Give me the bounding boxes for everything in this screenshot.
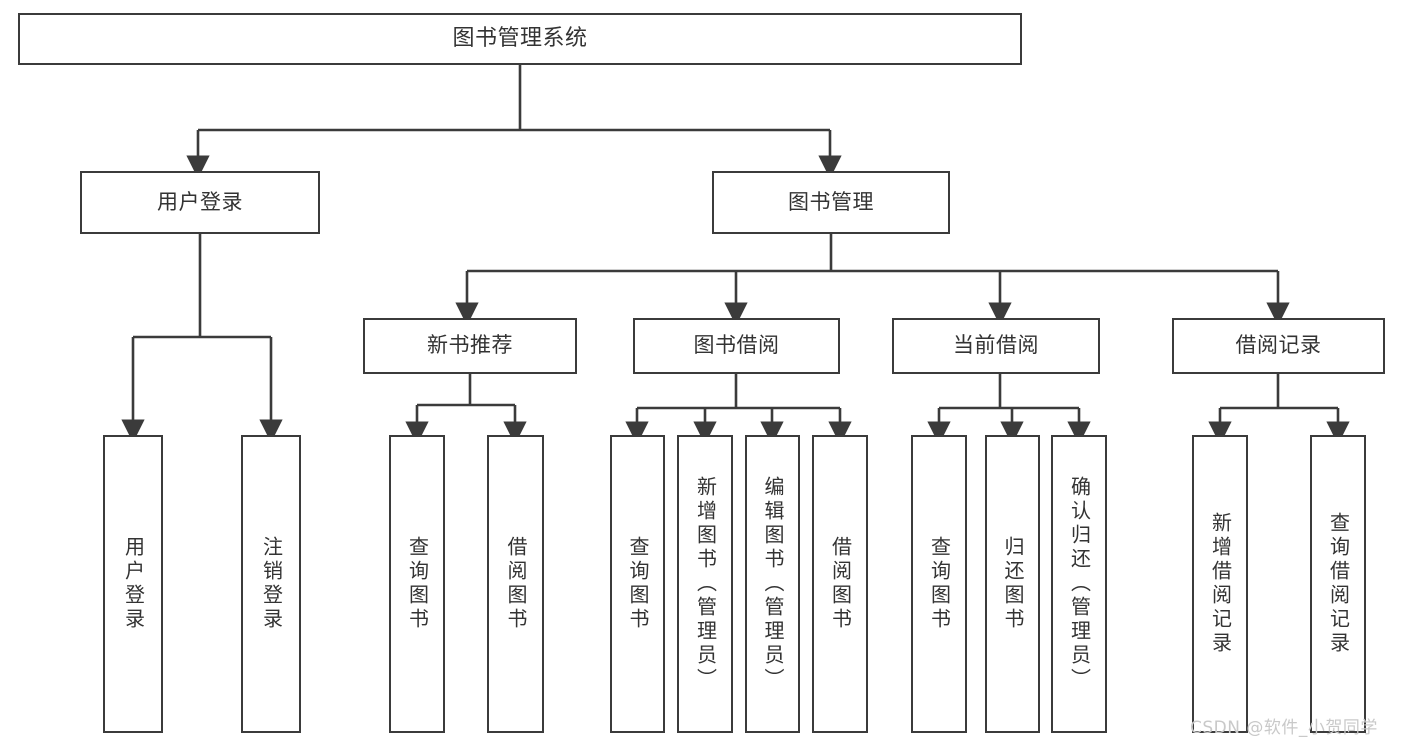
- node-user-login[interactable]: 用户登录: [80, 171, 320, 234]
- node-root-label: 图书管理系统: [452, 25, 588, 51]
- leaf-borrow-lend-book[interactable]: 借阅图书: [812, 435, 868, 733]
- leaf-borrow-lend-book-label: 借阅图书: [828, 536, 853, 632]
- node-user-login-label: 用户登录: [157, 189, 243, 214]
- node-current-borrow[interactable]: 当前借阅: [892, 318, 1100, 374]
- node-book-management-label: 图书管理: [788, 189, 874, 214]
- node-book-borrow-label: 图书借阅: [693, 333, 780, 358]
- leaf-current-return-book-label: 归还图书: [1001, 536, 1025, 632]
- node-current-borrow-label: 当前借阅: [953, 333, 1039, 358]
- leaf-record-add-borrow-record[interactable]: 新增借阅记录: [1192, 435, 1248, 733]
- node-book-management[interactable]: 图书管理: [712, 171, 950, 234]
- leaf-recommend-borrow-book-label: 借阅图书: [504, 536, 528, 632]
- leaf-user-logout[interactable]: 注销登录: [241, 435, 301, 733]
- leaf-current-query-book[interactable]: 查询图书: [911, 435, 967, 733]
- leaf-current-confirm-return-admin-label: 确认归还（管理员）: [1067, 476, 1092, 692]
- node-borrow-record[interactable]: 借阅记录: [1172, 318, 1385, 374]
- leaf-record-add-borrow-record-label: 新增借阅记录: [1208, 512, 1233, 656]
- leaf-current-return-book[interactable]: 归还图书: [985, 435, 1040, 733]
- leaf-borrow-query-book[interactable]: 查询图书: [610, 435, 665, 733]
- leaf-borrow-query-book-label: 查询图书: [626, 536, 650, 632]
- leaf-current-query-book-label: 查询图书: [927, 536, 952, 632]
- node-borrow-record-label: 借阅记录: [1235, 333, 1322, 358]
- leaf-current-confirm-return-admin[interactable]: 确认归还（管理员）: [1051, 435, 1107, 733]
- leaf-user-login[interactable]: 用户登录: [103, 435, 163, 733]
- watermark: CSDN @软件_小贺同学: [1190, 718, 1378, 738]
- leaf-borrow-edit-book-admin-label: 编辑图书（管理员）: [761, 476, 785, 692]
- leaf-user-logout-label: 注销登录: [259, 536, 284, 632]
- node-new-book-recommend[interactable]: 新书推荐: [363, 318, 577, 374]
- leaf-borrow-add-book-admin[interactable]: 新增图书（管理员）: [677, 435, 733, 733]
- node-book-borrow[interactable]: 图书借阅: [633, 318, 840, 374]
- node-new-book-recommend-label: 新书推荐: [427, 333, 513, 358]
- leaf-recommend-borrow-book[interactable]: 借阅图书: [487, 435, 544, 733]
- leaf-user-login-label: 用户登录: [121, 536, 146, 632]
- node-root[interactable]: 图书管理系统: [18, 13, 1022, 65]
- leaf-record-query-borrow-record[interactable]: 查询借阅记录: [1310, 435, 1366, 733]
- leaf-borrow-edit-book-admin[interactable]: 编辑图书（管理员）: [745, 435, 800, 733]
- leaf-borrow-add-book-admin-label: 新增图书（管理员）: [693, 476, 718, 692]
- leaf-recommend-query-book-label: 查询图书: [405, 536, 430, 632]
- leaf-record-query-borrow-record-label: 查询借阅记录: [1326, 512, 1351, 656]
- leaf-recommend-query-book[interactable]: 查询图书: [389, 435, 445, 733]
